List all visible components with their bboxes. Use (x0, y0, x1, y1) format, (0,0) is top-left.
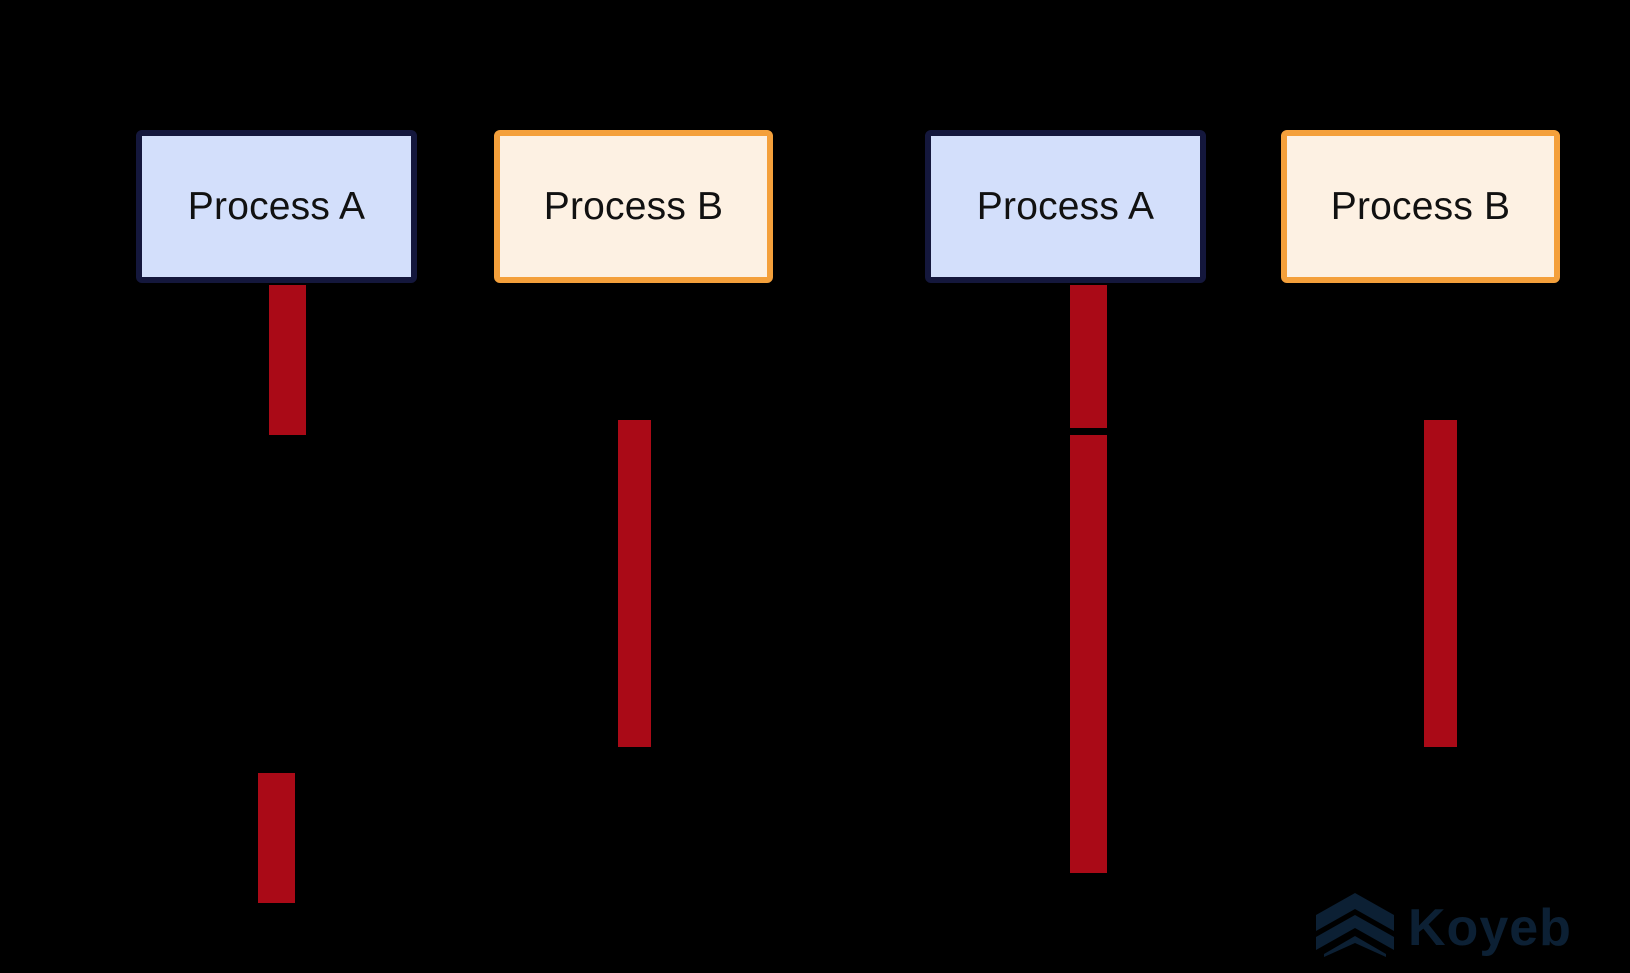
activation-bar (1424, 420, 1457, 747)
participant-box-left-process-b[interactable]: Process B (494, 130, 773, 283)
activation-bar (1070, 285, 1107, 428)
activation-bar (618, 420, 651, 747)
participant-box-right-process-b[interactable]: Process B (1281, 130, 1560, 283)
koyeb-wordmark: Koyeb (1408, 898, 1572, 957)
activation-bar (1070, 435, 1107, 873)
participant-label: Process A (187, 185, 366, 228)
activation-separator (1070, 428, 1107, 435)
participant-label: Process B (543, 185, 724, 228)
participant-box-left-process-a[interactable]: Process A (136, 130, 417, 283)
activation-bar (269, 285, 306, 435)
participant-box-right-process-a[interactable]: Process A (925, 130, 1206, 283)
participant-label: Process B (1330, 185, 1511, 228)
koyeb-logo: Koyeb (1316, 893, 1572, 962)
activation-bar (258, 773, 295, 903)
participant-label: Process A (976, 185, 1155, 228)
koyeb-chevron-icon (1316, 893, 1394, 962)
